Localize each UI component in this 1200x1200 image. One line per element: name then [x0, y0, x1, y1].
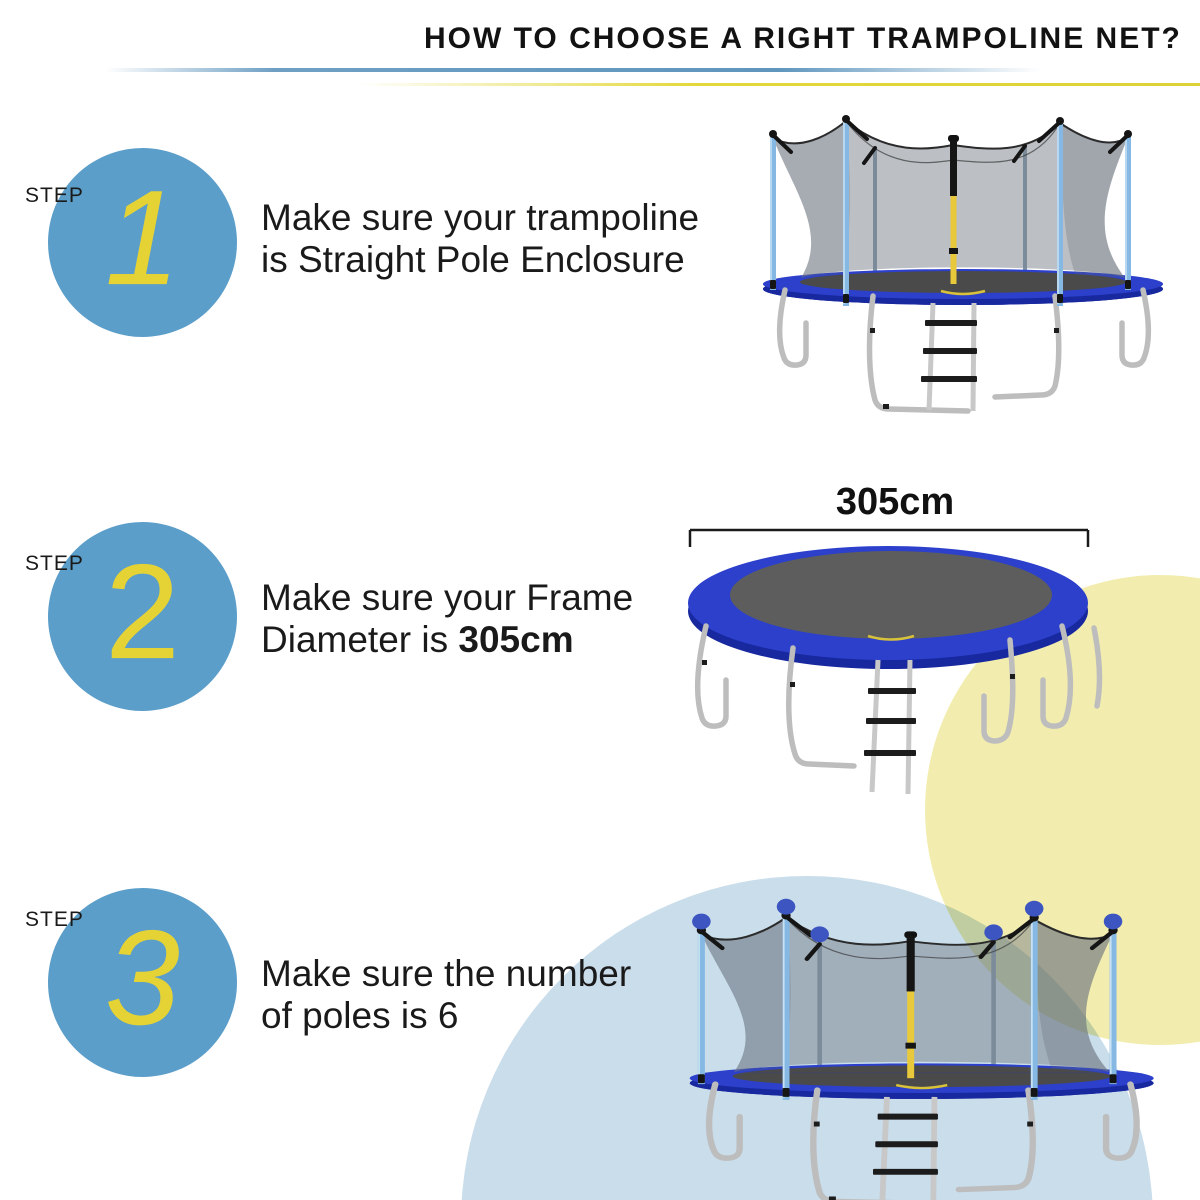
- mat-logo-mark: [867, 634, 915, 641]
- step-1-line2: is Straight Pole Enclosure: [261, 239, 685, 280]
- step-2-line2: Diameter is 305cm: [261, 619, 633, 661]
- pole-ball: [776, 898, 796, 915]
- frame-joints: [702, 660, 1015, 687]
- step-1-label: STEP: [25, 184, 84, 207]
- ladder-rungs: [864, 688, 916, 756]
- frame-legs: [694, 623, 1103, 769]
- pole-top-balls: [692, 898, 1123, 943]
- step-2-line1: Make sure your Frame: [261, 577, 634, 618]
- pole-ball: [984, 924, 1003, 941]
- safety-pad: [688, 546, 1088, 669]
- step-2-dimension-value: 305cm: [458, 619, 574, 660]
- dimension-label: 305cm: [836, 481, 954, 523]
- step-3-description: Make sure the number of poles is 6: [261, 953, 631, 1037]
- pole-ball: [1103, 913, 1123, 930]
- step-3-label: STEP: [25, 908, 84, 931]
- step-1-line1: Make sure your trampoline: [261, 197, 700, 238]
- pole-ball: [1024, 900, 1044, 917]
- dimension-line: [688, 528, 1090, 547]
- step-2-number: 2: [104, 535, 181, 687]
- trampoline-straight-pole-enclosure-illustration: [733, 108, 1200, 438]
- step-1-badge: 1: [48, 148, 237, 337]
- trampoline-six-poles-illustration: [655, 898, 1200, 1200]
- step-1-number: 1: [104, 161, 181, 313]
- step-2-badge: 2: [48, 522, 237, 711]
- step-1-description: Make sure your trampoline is Straight Po…: [261, 197, 699, 281]
- step-3-line1: Make sure the number: [261, 953, 632, 994]
- header-underline-blue: [105, 68, 1040, 72]
- step-3-badge: 3: [48, 888, 237, 1077]
- pole-ball: [692, 913, 711, 930]
- step-2-description: Make sure your Frame Diameter is 305cm: [261, 577, 633, 661]
- step-2-label: STEP: [25, 552, 84, 575]
- jumping-mat: [730, 551, 1052, 639]
- page-title: HOW TO CHOOSE A RIGHT TRAMPOLINE NET?: [424, 22, 1182, 55]
- step-2-line2-prefix: Diameter is: [261, 619, 459, 660]
- step-3-line2: of poles is 6: [261, 995, 459, 1036]
- step-3-number: 3: [104, 901, 181, 1053]
- pole-ball: [810, 926, 829, 943]
- header-underline-yellow: [360, 83, 1200, 86]
- trampoline-frame-diameter-illustration: 305cm: [688, 481, 1103, 795]
- ladder: [869, 659, 913, 795]
